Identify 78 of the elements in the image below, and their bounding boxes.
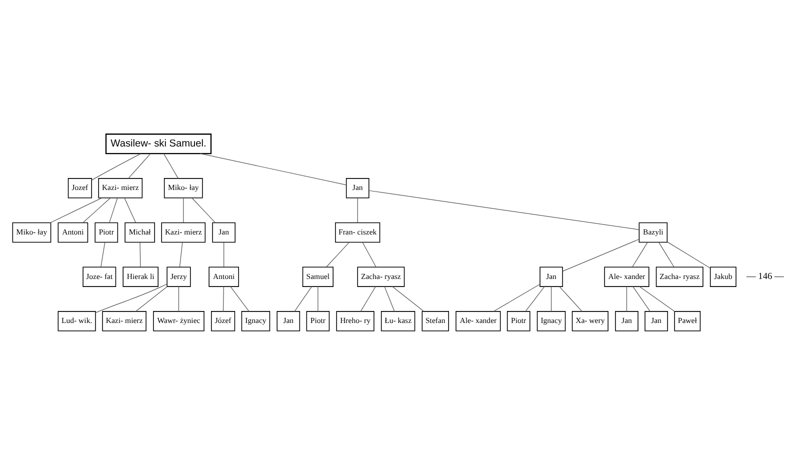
node-box: Jan <box>644 310 668 331</box>
node-box: Miko- łay <box>164 178 203 198</box>
node-box: Zacha- ryasz <box>656 266 704 286</box>
node-box: Antoni <box>208 266 239 286</box>
connector <box>326 242 350 267</box>
connector <box>230 286 250 312</box>
node-box: Ale- xander <box>456 310 501 331</box>
connector <box>136 286 168 312</box>
node-box: Łu- kasz <box>380 310 416 331</box>
node-box: Jerzy <box>166 266 191 286</box>
connector <box>392 286 424 312</box>
connector <box>658 242 674 267</box>
node-box: Piotr <box>306 310 330 331</box>
node-box: Michał <box>124 222 155 242</box>
connector <box>368 190 640 230</box>
node-box: Xa- wery <box>572 310 608 331</box>
node-box: Jan <box>540 266 563 286</box>
node-box: Fran- ciszek <box>335 222 380 242</box>
connector <box>550 286 552 312</box>
node-box: Wawr- żyniec <box>153 310 204 331</box>
connector <box>294 286 312 312</box>
connector <box>100 242 106 267</box>
connector <box>82 197 111 222</box>
node-box: Ignacy <box>536 310 566 331</box>
connector <box>559 286 582 312</box>
node-box: Piotr <box>94 222 118 242</box>
connector <box>95 283 168 312</box>
node-box: Bazyli <box>638 222 668 242</box>
node-box: Jan <box>346 178 370 198</box>
connector <box>109 197 118 222</box>
connector <box>360 286 376 312</box>
node-box: Piotr <box>506 310 530 331</box>
connector <box>163 152 178 178</box>
node-box: Jozef <box>68 178 92 198</box>
node-box: Hierak li <box>122 266 158 286</box>
node-box: Józef <box>211 310 236 331</box>
connector <box>562 238 640 272</box>
connector <box>222 286 224 312</box>
node-box: Wasilew- ski Samuel. <box>105 133 212 154</box>
connector <box>92 152 142 180</box>
node-box: Zacha- ryasz <box>357 266 405 286</box>
connector <box>384 286 395 312</box>
connector <box>639 286 675 312</box>
node-box: Jakub <box>710 266 736 286</box>
connector <box>50 197 102 223</box>
node-box: Kazi- mierz <box>102 310 146 331</box>
node-box: Kazi- mierz <box>161 222 206 242</box>
connector <box>140 242 141 267</box>
node-box: Jan <box>615 310 638 331</box>
connector <box>124 197 136 222</box>
connector <box>493 283 540 312</box>
connector <box>200 152 347 185</box>
node-box: Samuel <box>302 266 334 286</box>
node-box: Kazi- mierz <box>98 178 143 198</box>
node-box: Joze- fat <box>82 266 116 286</box>
node-box: Jan <box>276 310 300 331</box>
node-box: Ale- xander <box>604 266 650 286</box>
connector <box>357 197 358 222</box>
connector <box>525 286 545 312</box>
node-box: Paweł <box>674 310 701 331</box>
connector <box>626 286 628 312</box>
connector <box>183 197 184 222</box>
connector <box>362 242 376 267</box>
connector <box>178 286 180 312</box>
node-box: Antoni <box>58 222 88 242</box>
node-box: Miko- łay <box>12 222 52 242</box>
node-box: Ignacy <box>241 310 270 331</box>
connector <box>632 286 650 312</box>
connector <box>179 242 183 267</box>
connector <box>667 241 710 268</box>
connector <box>128 152 151 178</box>
connector <box>192 197 216 222</box>
node-box: Jan <box>212 222 236 242</box>
node-box: Hreho- ry <box>336 310 374 331</box>
node-box: Lud- wik. <box>58 310 96 331</box>
connector <box>632 242 648 267</box>
label: — 146 — <box>746 272 784 282</box>
node-box: Stefan <box>422 310 449 331</box>
